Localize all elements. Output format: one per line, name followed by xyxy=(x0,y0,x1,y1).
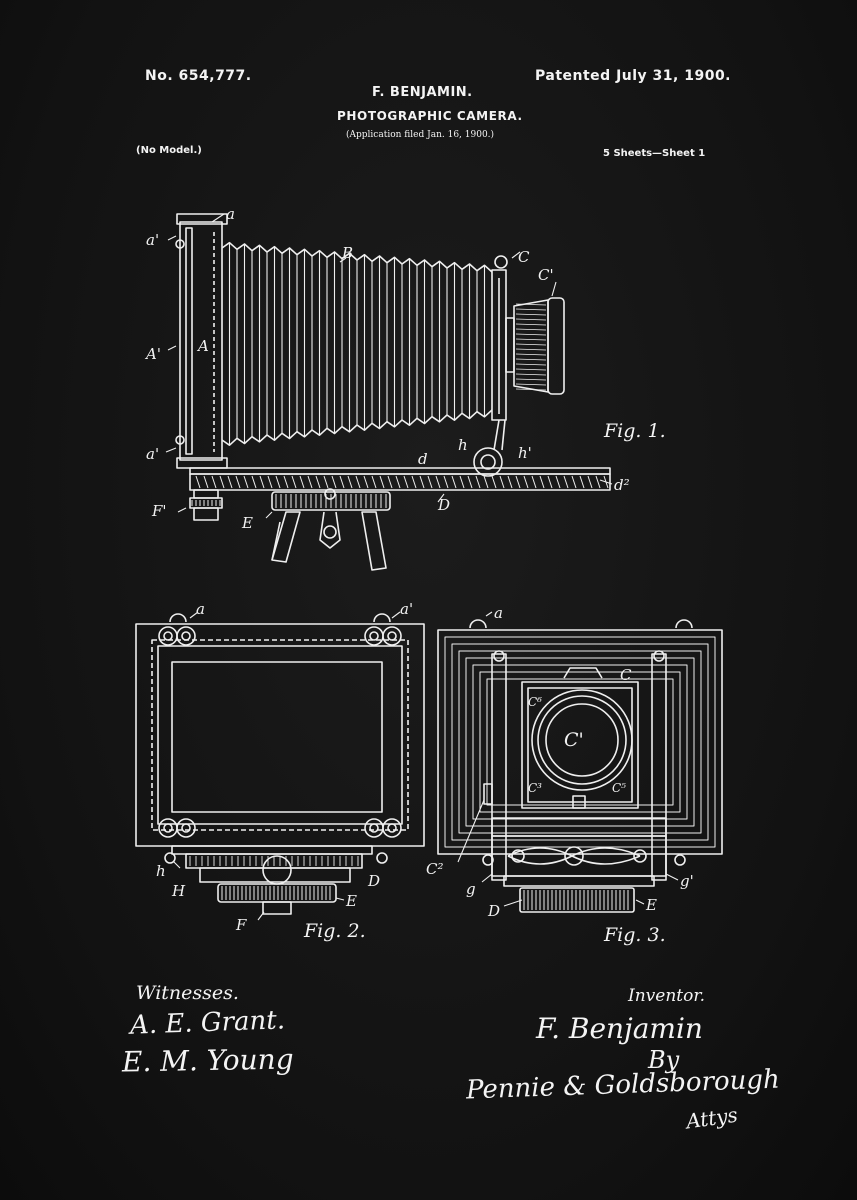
inventor-heading: Inventor. xyxy=(628,986,706,1006)
svg-text:C²: C² xyxy=(426,860,444,878)
svg-text:C: C xyxy=(620,666,632,684)
svg-text:C': C' xyxy=(538,266,554,284)
model-note: (No Model.) xyxy=(136,145,202,156)
svg-text:F': F' xyxy=(151,502,167,520)
svg-text:E: E xyxy=(645,896,657,914)
svg-text:D: D xyxy=(487,902,500,920)
svg-text:H: H xyxy=(171,882,186,900)
svg-text:E: E xyxy=(241,514,253,532)
fig1-labels: a a' B C C' A' A a' h h' d d² F' E D xyxy=(144,205,630,532)
witnesses-heading: Witnesses. xyxy=(136,982,239,1004)
svg-text:h: h xyxy=(156,862,166,880)
witness-signature-2: E. M. Young xyxy=(121,1042,294,1079)
svg-text:B: B xyxy=(341,244,353,262)
application-note: (Application filed Jan. 16, 1900.) xyxy=(346,130,495,140)
patent-title: PHOTOGRAPHIC CAMERA. xyxy=(337,109,523,123)
svg-text:g: g xyxy=(466,880,476,898)
svg-text:C³: C³ xyxy=(528,781,542,795)
fig2-labels: a a' h H D E F xyxy=(156,600,413,934)
fig2-caption: Fig. 2. xyxy=(304,920,366,942)
svg-text:a': a' xyxy=(146,231,159,249)
patented-date: Patented July 31, 1900. xyxy=(535,68,732,84)
svg-text:C⁶: C⁶ xyxy=(528,695,542,709)
svg-text:D: D xyxy=(367,872,380,890)
svg-text:F: F xyxy=(235,916,247,934)
fig1-drawing xyxy=(176,214,610,570)
fig1-caption: Fig. 1. xyxy=(604,420,666,442)
svg-text:g': g' xyxy=(680,872,694,890)
svg-text:a': a' xyxy=(146,445,159,463)
svg-text:h: h xyxy=(458,436,468,454)
inventor-name: F. BENJAMIN. xyxy=(372,85,473,100)
svg-text:a: a xyxy=(196,600,205,618)
svg-text:C': C' xyxy=(564,729,584,751)
by-label: By xyxy=(648,1046,680,1074)
fig3-labels: a C C' C⁶ C³ C⁵ C² g g' D E xyxy=(426,604,694,920)
svg-text:A: A xyxy=(196,337,209,355)
fig3-caption: Fig. 3. xyxy=(604,924,666,946)
witness-signature-1: A. E. Grant. xyxy=(129,1005,286,1041)
svg-text:d²: d² xyxy=(614,476,630,494)
inventor-signature: F. Benjamin xyxy=(536,1012,703,1045)
sheet-info: 5 Sheets—Sheet 1 xyxy=(603,148,706,159)
svg-text:E: E xyxy=(345,892,357,910)
fig3-drawing xyxy=(438,620,722,912)
svg-text:A': A' xyxy=(144,345,161,363)
svg-text:d: d xyxy=(418,450,428,468)
svg-text:a: a xyxy=(494,604,503,622)
svg-text:h': h' xyxy=(518,444,532,462)
svg-text:D: D xyxy=(437,496,450,514)
svg-text:C⁵: C⁵ xyxy=(612,781,626,795)
svg-text:a': a' xyxy=(400,600,413,618)
svg-text:C: C xyxy=(518,248,530,266)
fig2-drawing xyxy=(136,614,424,914)
svg-text:a: a xyxy=(226,205,235,223)
patent-number: No. 654,777. xyxy=(145,68,252,84)
